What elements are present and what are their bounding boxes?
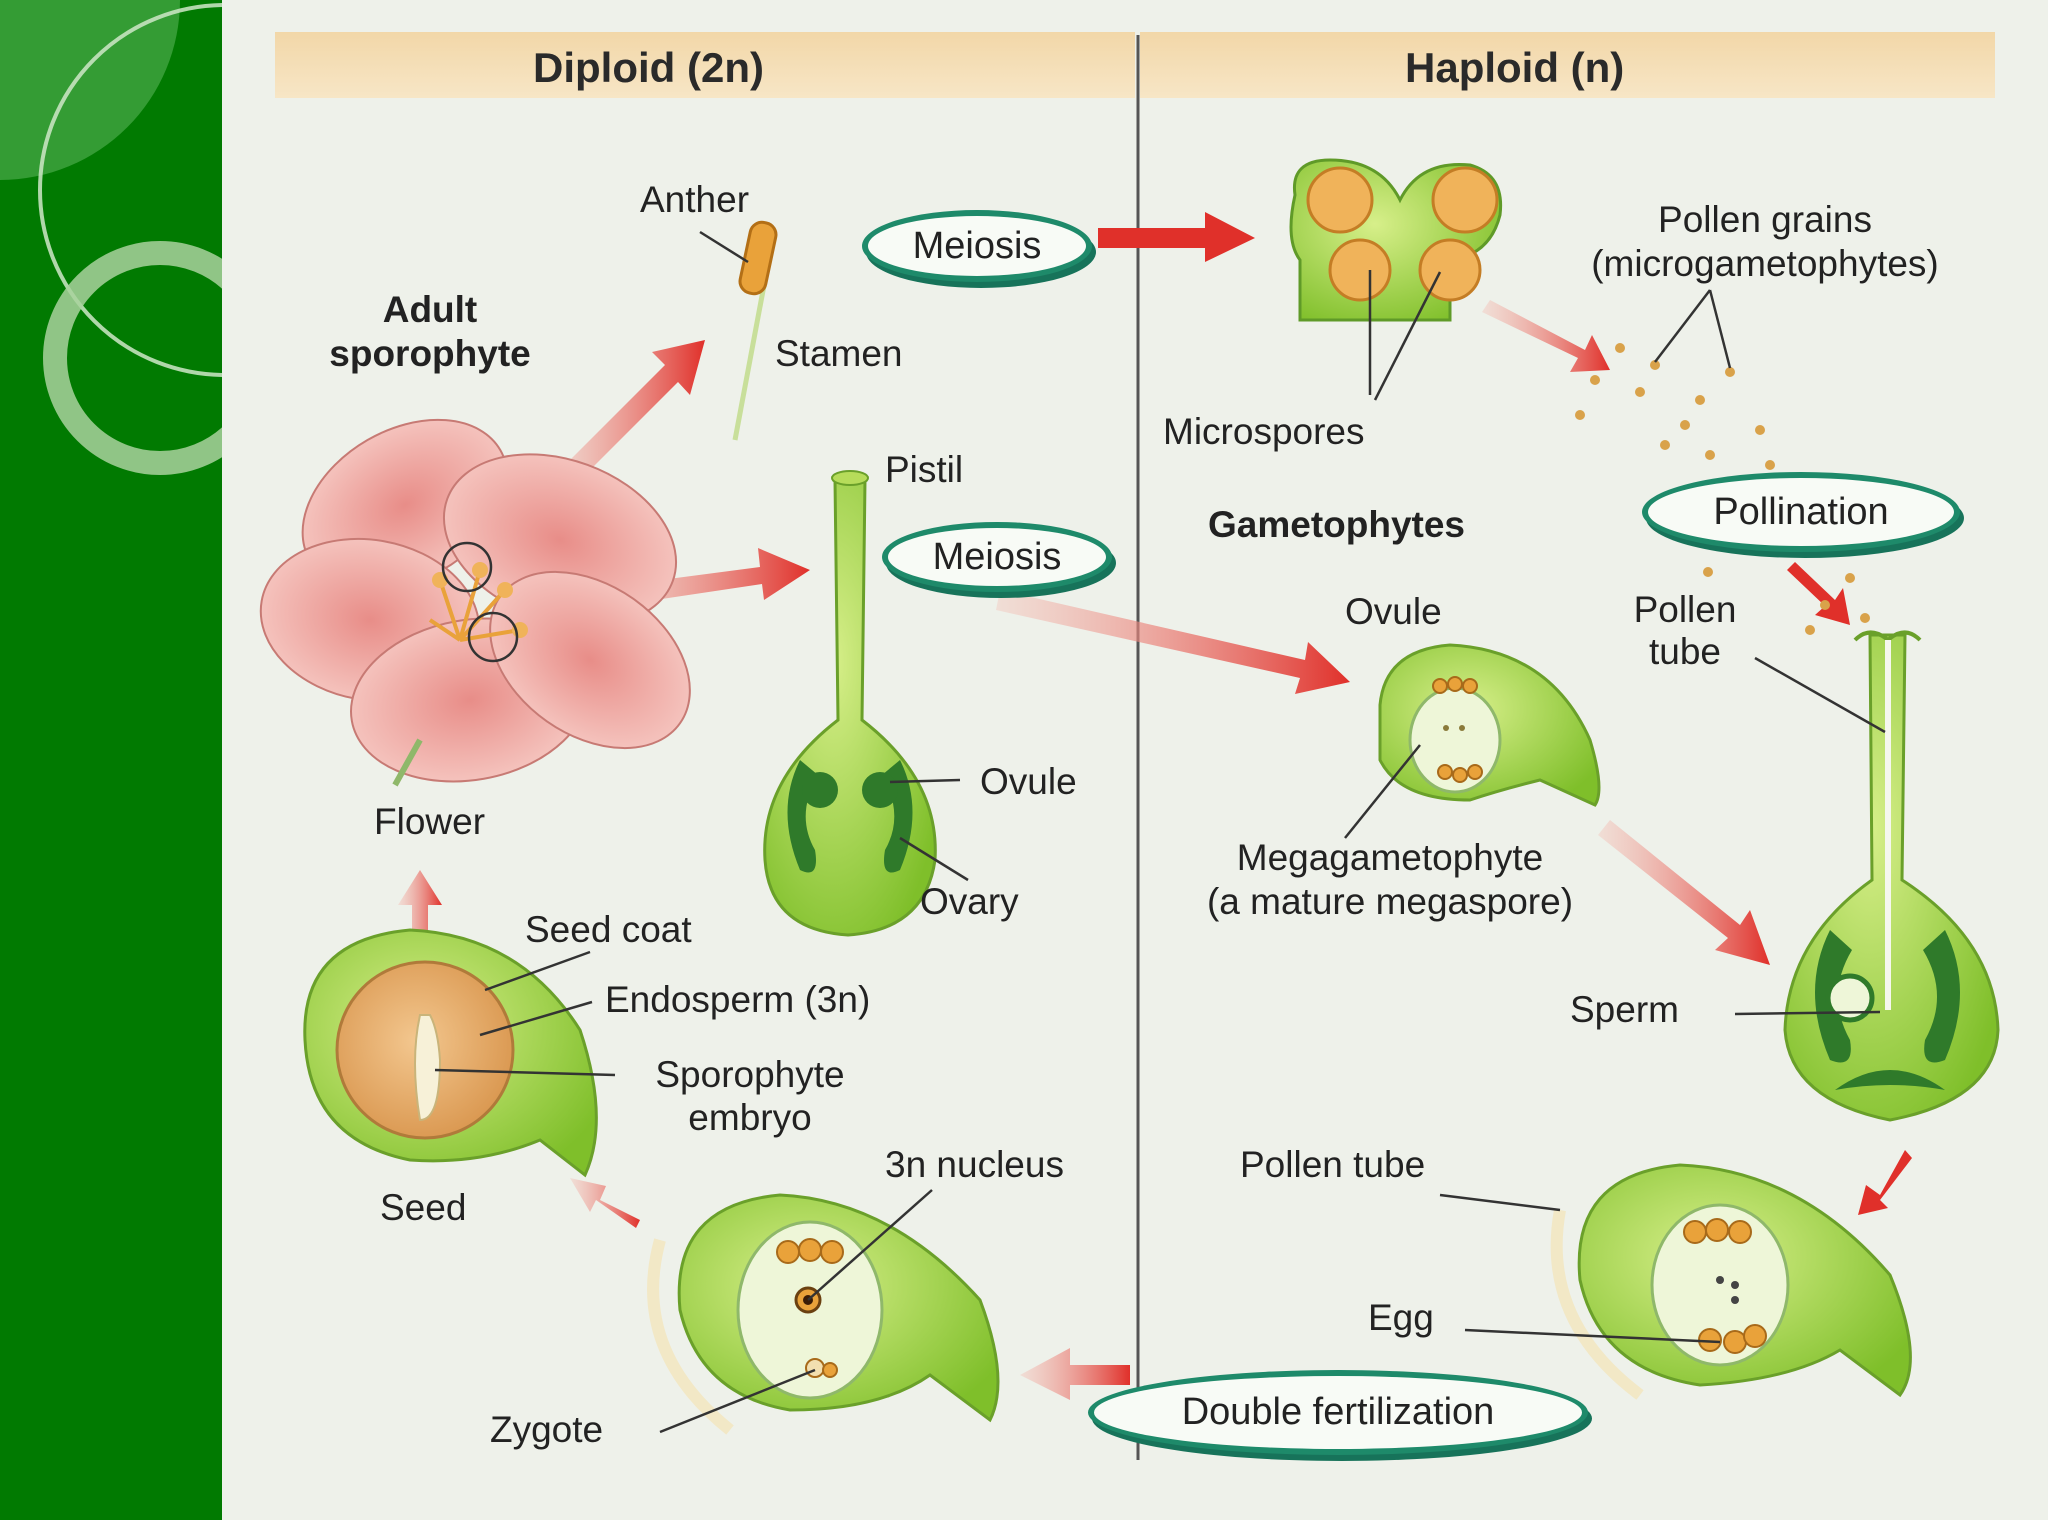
label-sporophyte-embryo-2: embryo — [688, 1097, 812, 1138]
label-ovary: Ovary — [920, 881, 1019, 922]
green-sidebar — [0, 0, 222, 1520]
label-3n-nucleus: 3n nucleus — [885, 1144, 1064, 1185]
label-anther: Anther — [640, 179, 750, 220]
anther-cross-section-icon — [1289, 158, 1503, 401]
label-flower: Flower — [374, 801, 486, 842]
label-sperm: Sperm — [1570, 989, 1679, 1030]
meiosis-pill-middle: Meiosis — [882, 522, 1112, 592]
pollen-leader-a — [1654, 289, 1711, 363]
label-megagametophyte-1: Megagametophyte — [1236, 837, 1544, 878]
cycle-arrows — [398, 212, 1912, 1400]
label-endosperm: Endosperm (3n) — [605, 979, 871, 1020]
label-pollen-tube-short-2: tube — [1648, 631, 1721, 672]
label-egg: Egg — [1368, 1297, 1434, 1338]
label-pollen-tube: Pollen tube — [1240, 1144, 1426, 1185]
label-sporophyte-embryo-1: Sporophyte — [655, 1054, 845, 1095]
label-pollen-tube-short-1: Pollen — [1633, 589, 1737, 630]
haploid-header-band — [1140, 32, 1995, 98]
fertilization-ovule-icon — [1439, 1163, 1912, 1400]
label-stamen: Stamen — [775, 333, 903, 374]
label-ovule-haploid: Ovule — [1345, 591, 1442, 632]
label-microspores: Microspores — [1163, 411, 1365, 452]
label-seed-coat: Seed coat — [525, 909, 692, 950]
seed-icon — [303, 928, 616, 1178]
diploid-header: Diploid (2n) — [533, 44, 764, 91]
pistil-icon — [763, 470, 969, 937]
flower-icon — [259, 418, 691, 787]
decorative-circles-icon — [0, 0, 222, 475]
label-pistil: Pistil — [885, 449, 964, 490]
stamen-icon — [699, 220, 778, 441]
label-adult: Adult — [382, 289, 478, 330]
label-pollen-grains-1: Pollen grains — [1658, 199, 1872, 240]
zygote-ovule-icon — [647, 1189, 1000, 1435]
meiosis-pill-top: Meiosis — [862, 210, 1092, 282]
megagametophyte-ovule-icon — [1344, 643, 1601, 839]
label-pollen-grains-2: (microgametophytes) — [1591, 243, 1939, 284]
pollen-leader-b — [1708, 289, 1732, 369]
label-seed: Seed — [380, 1187, 467, 1228]
pollen-grains-icon — [1575, 343, 1870, 635]
label-ovule-diploid: Ovule — [980, 761, 1077, 802]
label-zygote: Zygote — [490, 1409, 604, 1450]
double-fertilization-pill: Double fertilization — [1088, 1370, 1588, 1455]
pollination-pill: Pollination — [1642, 472, 1960, 552]
label-sporophyte: sporophyte — [329, 333, 531, 374]
diploid-header-band — [275, 32, 1135, 98]
pollinated-pistil-icon — [1734, 630, 2000, 1122]
label-gametophytes: Gametophytes — [1208, 504, 1466, 545]
label-megagametophyte-2: (a mature megaspore) — [1206, 881, 1574, 922]
haploid-header: Haploid (n) — [1405, 44, 1625, 91]
